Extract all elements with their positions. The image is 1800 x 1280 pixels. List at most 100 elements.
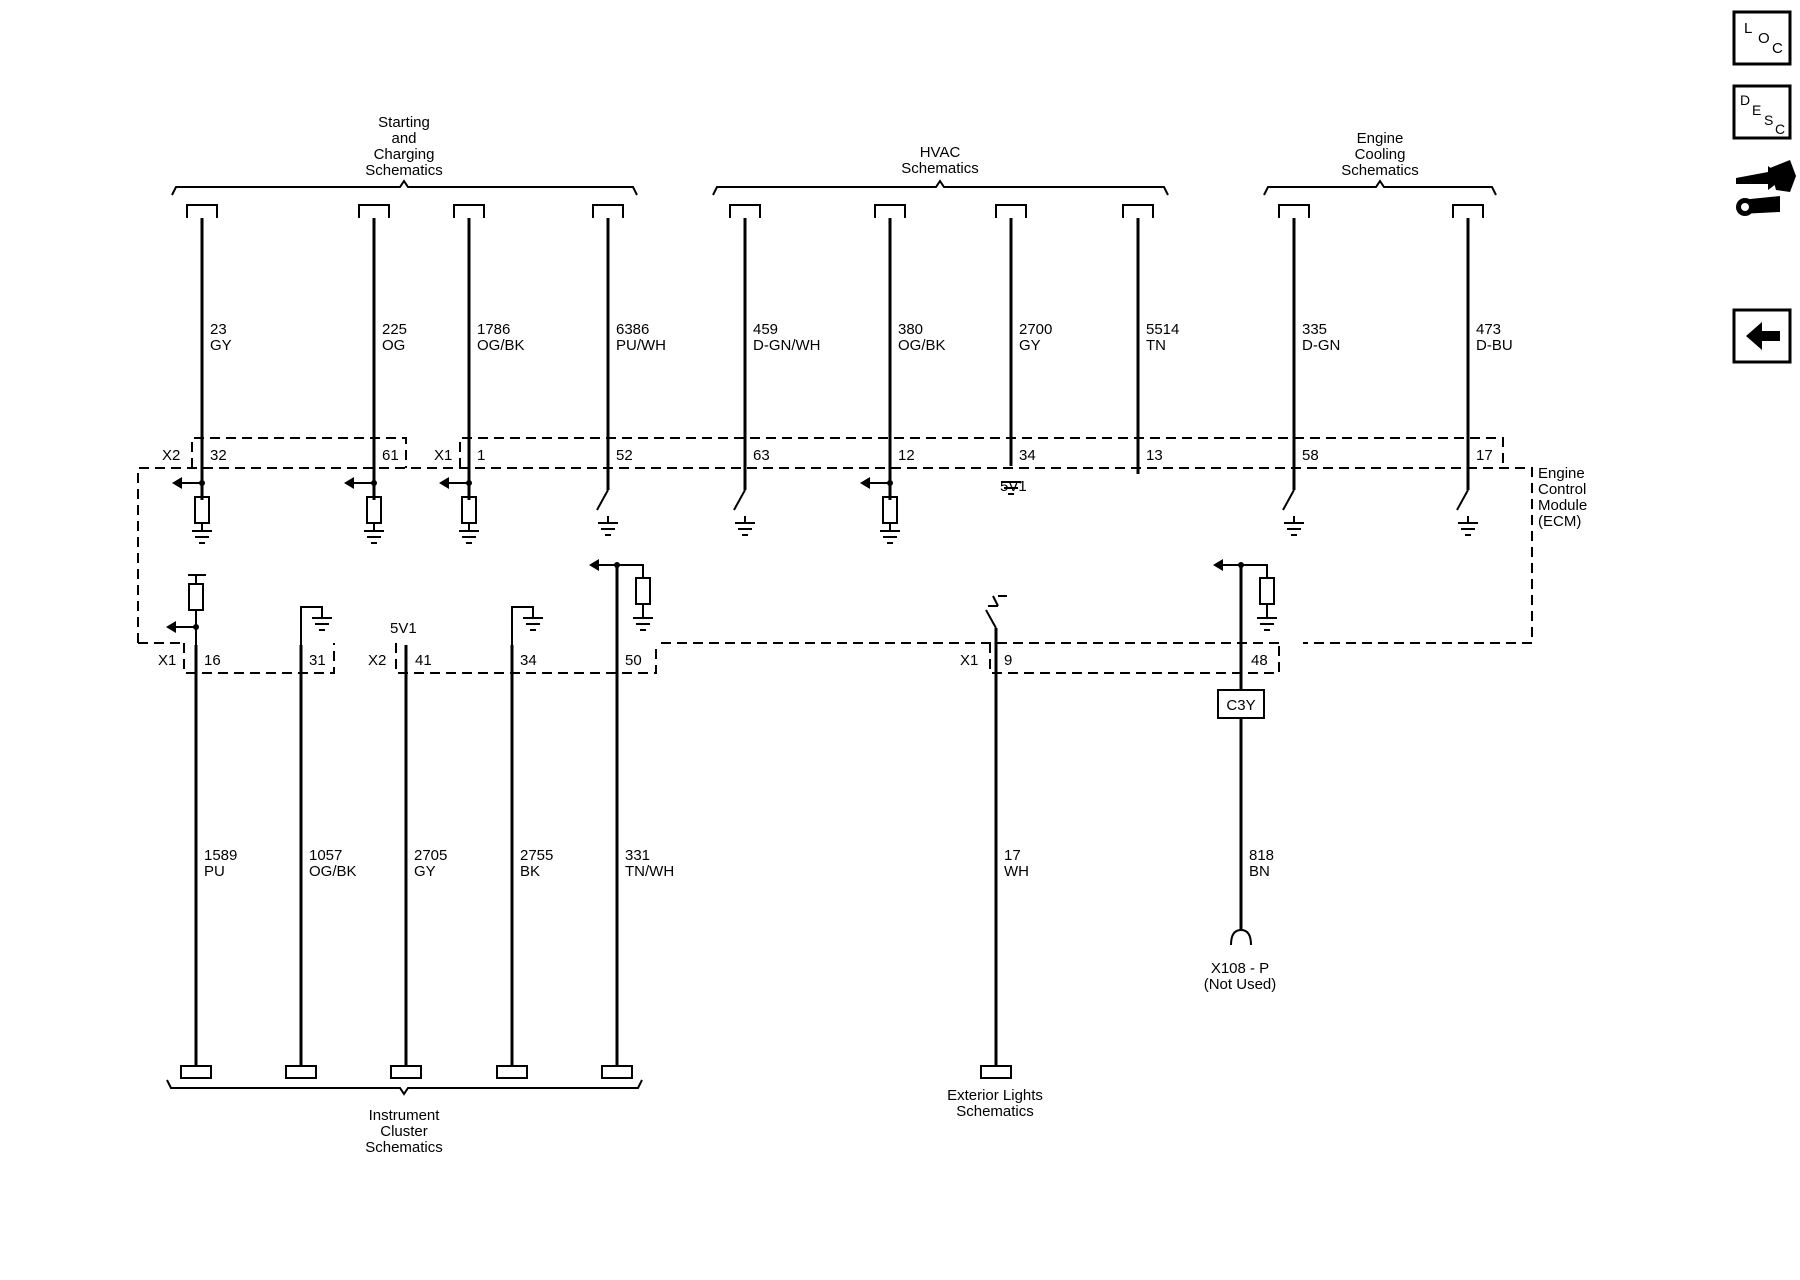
svg-text:331: 331 [625, 847, 650, 864]
svg-text:34: 34 [520, 652, 537, 669]
svg-text:Exterior Lights: Exterior Lights [947, 1087, 1043, 1104]
top-connector-shells [191, 437, 1504, 468]
svg-text:335: 335 [1302, 321, 1327, 338]
svg-text:Engine: Engine [1538, 465, 1585, 482]
svg-text:23: 23 [210, 321, 227, 338]
back-arrow-icon[interactable] [1732, 308, 1792, 364]
svg-text:818: 818 [1249, 847, 1274, 864]
bottom-terminals [180, 1065, 1012, 1079]
svg-text:X1: X1 [434, 447, 452, 464]
ecm-module-box [137, 467, 1533, 644]
svg-text:61: 61 [382, 447, 399, 464]
svg-text:WH: WH [1004, 863, 1029, 880]
svg-text:Starting: Starting [378, 114, 430, 131]
svg-text:17: 17 [1476, 447, 1493, 464]
svg-text:48: 48 [1251, 652, 1268, 669]
svg-text:Schematics: Schematics [1341, 162, 1419, 179]
svg-text:13: 13 [1146, 447, 1163, 464]
svg-text:Cluster: Cluster [380, 1123, 428, 1140]
bottom-internal-circuits [166, 559, 1277, 645]
footer-exterior-lights: Exterior Lights Schematics [947, 1087, 1043, 1120]
footer-instrument-cluster: Instrument Cluster Schematics [365, 1107, 443, 1156]
svg-text:32: 32 [210, 447, 227, 464]
svg-text:2700: 2700 [1019, 321, 1052, 338]
svg-text:17: 17 [1004, 847, 1021, 864]
svg-text:34: 34 [1019, 447, 1036, 464]
connector-tools-icon[interactable] [1736, 160, 1796, 216]
svg-text:41: 41 [415, 652, 432, 669]
bottom-wires [194, 565, 1243, 1066]
svg-text:459: 459 [753, 321, 778, 338]
svg-text:S: S [1764, 112, 1773, 128]
svg-text:2705: 2705 [414, 847, 447, 864]
top-connector-labels: X2 X1 [162, 447, 452, 464]
svg-text:X2: X2 [368, 652, 386, 669]
svg-text:D-GN: D-GN [1302, 337, 1340, 354]
svg-text:380: 380 [898, 321, 923, 338]
top-5v-reference: 5V1 [1000, 478, 1027, 495]
svg-text:12: 12 [898, 447, 915, 464]
svg-text:Schematics: Schematics [365, 1139, 443, 1156]
svg-text:63: 63 [753, 447, 770, 464]
svg-text:C: C [1775, 121, 1785, 137]
svg-text:2755: 2755 [520, 847, 553, 864]
svg-text:C3Y: C3Y [1226, 697, 1255, 714]
svg-text:D: D [1740, 92, 1750, 108]
svg-text:31: 31 [309, 652, 326, 669]
desc-button[interactable]: D E S C [1732, 84, 1792, 140]
svg-text:X108 - P: X108 - P [1211, 960, 1269, 977]
svg-text:Instrument: Instrument [369, 1107, 441, 1124]
svg-text:D-BU: D-BU [1476, 337, 1513, 354]
svg-text:1589: 1589 [204, 847, 237, 864]
bottom-connector-labels: X1 X2 X1 [158, 652, 978, 669]
svg-text:58: 58 [1302, 447, 1319, 464]
svg-text:50: 50 [625, 652, 642, 669]
svg-text:9: 9 [1004, 652, 1012, 669]
svg-text:GY: GY [210, 337, 232, 354]
svg-text:D-GN/WH: D-GN/WH [753, 337, 821, 354]
svg-text:1: 1 [477, 447, 485, 464]
svg-text:HVAC: HVAC [920, 144, 961, 161]
svg-text:OG/BK: OG/BK [477, 337, 525, 354]
svg-text:Engine: Engine [1357, 130, 1404, 147]
bottom-5v-reference: 5V1 [390, 620, 417, 637]
svg-text:PU: PU [204, 863, 225, 880]
svg-text:Schematics: Schematics [956, 1103, 1034, 1120]
svg-text:L: L [1744, 20, 1752, 37]
top-pin-numbers: 32 61 1 52 63 12 34 13 58 17 [210, 447, 1493, 464]
svg-text:TN: TN [1146, 337, 1166, 354]
svg-text:1057: 1057 [309, 847, 342, 864]
svg-text:Charging: Charging [374, 146, 435, 163]
svg-text:52: 52 [616, 447, 633, 464]
svg-text:GY: GY [414, 863, 436, 880]
bottom-connector-shells [183, 643, 1280, 674]
svg-text:and: and [391, 130, 416, 147]
svg-text:TN/WH: TN/WH [625, 863, 674, 880]
svg-text:OG: OG [382, 337, 405, 354]
svg-text:BK: BK [520, 863, 540, 880]
svg-text:X1: X1 [960, 652, 978, 669]
svg-text:Cooling: Cooling [1355, 146, 1406, 163]
svg-text:1786: 1786 [477, 321, 510, 338]
header-braces [166, 179, 1497, 1096]
svg-text:473: 473 [1476, 321, 1501, 338]
svg-text:(Not Used): (Not Used) [1204, 976, 1277, 993]
svg-text:X1: X1 [158, 652, 176, 669]
svg-text:16: 16 [204, 652, 221, 669]
svg-text:X2: X2 [162, 447, 180, 464]
top-pulldown-circuits [172, 477, 900, 544]
svg-text:(ECM): (ECM) [1538, 513, 1581, 530]
svg-text:BN: BN [1249, 863, 1270, 880]
loc-button[interactable]: L O C [1732, 10, 1792, 66]
svg-text:O: O [1758, 30, 1770, 47]
header-starting-charging: Starting and Charging Schematics [365, 114, 443, 179]
svg-text:Schematics: Schematics [365, 162, 443, 179]
header-engine-cooling: Engine Cooling Schematics [1341, 130, 1419, 179]
bottom-pin-numbers: 16 31 41 34 50 9 48 [204, 652, 1268, 669]
svg-text:Control: Control [1538, 481, 1586, 498]
svg-text:5514: 5514 [1146, 321, 1179, 338]
svg-text:Module: Module [1538, 497, 1587, 514]
